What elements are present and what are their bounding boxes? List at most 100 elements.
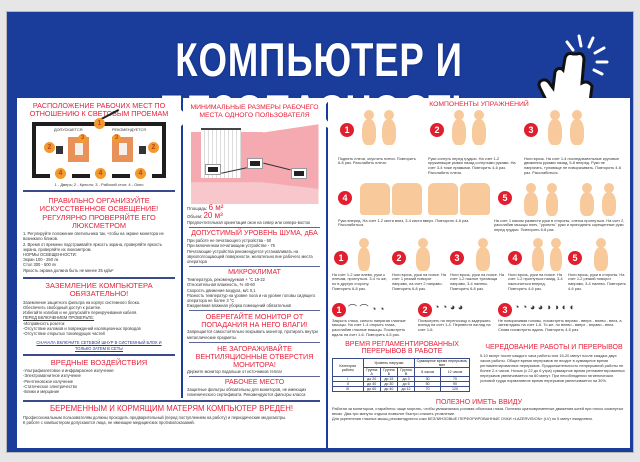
harmful-heading: ВРЕДНЫЕ ВОЗДЕЙСТВИЯ [50, 357, 148, 367]
useful-text: Работая за монитором, старайтесь чаще мо… [332, 406, 624, 422]
exercise-number: 5 [498, 190, 512, 205]
floorplan-diagram: 1 ДОПУСКАЕТСЯ РЕКОМЕНДУЕТСЯ 2 2 3 3 4 4 … [32, 109, 166, 180]
useful-heading: ПОЛЕЗНО ИМЕТЬ ВВИДУ [435, 398, 523, 406]
exercise-number: 1 [334, 250, 348, 265]
exercise-text: Поднять плечи, опустить плечи. Повторить… [338, 155, 416, 166]
badge-door: 1 [94, 118, 105, 130]
min-size-heading: МИНИМАЛЬНЫЕ РАЗМЕРЫ РАБОЧЕГО МЕСТА ОДНОГ… [190, 104, 319, 119]
exercise-number: 2 [430, 122, 444, 137]
vents-heading: НЕ ЗАГОРАЖИВАЙТЕ ВЕНТИЛЯЦИОННЫЕ ОТВЕРСТИ… [195, 343, 314, 369]
body-figure-icon [362, 109, 376, 145]
water-text: Запрещается самостоятельно вскрывать мон… [187, 329, 318, 340]
workplace-layout-heading: РАСПОЛОЖЕНИЕ РАБОЧИХ МЕСТ ПО ОТНОШЕНИЮ К… [29, 101, 169, 119]
exercise-number: 1 [332, 302, 346, 317]
body-figure-icon [546, 182, 558, 216]
body-figure-icon [532, 237, 544, 271]
breaks-table: Категория работы Уровень нагрузки Суммар… [332, 358, 470, 393]
monitor-icon [290, 168, 307, 180]
exercise-number: 1 [340, 122, 354, 137]
badge-window: 4 [95, 168, 106, 180]
exercise-row-torso: 1 2 3 4 5 [328, 237, 630, 273]
area-value: Площадь: 6 м² [187, 203, 224, 213]
body-figure-icon [550, 237, 562, 271]
exercise-text: Ноги врозь, руки в стороны. На счет 1-2 … [568, 271, 626, 291]
label-recommended: РЕКОМЕНДУЕТСЯ [112, 128, 146, 133]
pregnant-warning: БЕРЕМЕННЫМ И КОРМЯЩИМ МАТЕРЯМ КОМПЬЮТЕР … [17, 398, 326, 448]
exercise-text: Ноги врозь, руки на поясе. На счет 1-2 н… [450, 271, 505, 291]
grounding-heading: ЗАЗЕМЛЕНИЕ КОМПЬЮТЕРА ОБЯЗАТЕЛЬНО! [45, 280, 153, 299]
workplace-heading: РАБОЧЕЕ МЕСТО [224, 379, 285, 387]
label-allowed: ДОПУСКАЕТСЯ [54, 128, 83, 133]
badge-desk: 3 [112, 134, 121, 144]
noise-heading: ДОПУСТИМЫЙ УРОВЕНЬ ШУМА, дБА [191, 230, 318, 238]
exercise-text: Не поворачивая головы, посмотреть вправо… [498, 317, 622, 333]
body-figure-icon [580, 182, 594, 216]
badge-chair: 2 [44, 142, 55, 154]
noise-text: При работе не печатающего устройства - 5… [187, 238, 313, 265]
body-figure-icon [416, 237, 430, 271]
exercise-text: Ноги врозь. На счет 1-4 последовательные… [524, 155, 621, 175]
exercise-text: На счет 1-2 шаг влево, руки к плечам, пр… [332, 271, 387, 291]
body-figure-icon [570, 109, 584, 145]
body-figure-icon [472, 109, 486, 145]
microclimate-heading: МИКРОКЛИМАТ [228, 269, 281, 277]
exercise-number: 2 [418, 302, 432, 317]
body-figure-icon [452, 109, 466, 145]
badge-chair: 2 [148, 142, 159, 154]
alternation-text: 5-10 минут после каждого часа работы или… [480, 353, 625, 383]
alternation-heading: ЧЕРЕДОВАНИЕ РАБОТЫ И ПЕРЕРЫВОВ [485, 343, 623, 351]
monitor-icon [246, 158, 263, 170]
water-heading: ОБЕРЕГАЙТЕ МОНИТОР ОТ ПОПАДАНИЯ НА НЕГО … [201, 312, 308, 330]
volume-value: Объем: 20 м³ [187, 211, 223, 221]
exercise-text: Ноги врозь, руки на поясе. На счет 1 рез… [392, 271, 447, 291]
body-figure-icon [524, 182, 538, 216]
breaks-section: ВРЕМЯ РЕГЛАМЕНТИРОВАННЫХ ПЕРЕРЫВОВ В РАБ… [328, 341, 630, 399]
pregnant-text: Профессиональным пользователям должны пр… [23, 414, 287, 425]
exercise-text: Руки согнуть перед грудью. На счет 1-2 п… [428, 155, 516, 175]
badge-desk: 3 [78, 134, 87, 144]
body-figure-icon [382, 109, 396, 145]
exercise-number: 4 [508, 250, 522, 265]
poster: КОМПЬЮТЕР И БЕЗОПАСНОСТЬ РАСПОЛОЖЕНИЕ РА… [6, 11, 634, 453]
pregnant-heading: БЕРЕМЕННЫМ И КОРМЯЩИМ МАТЕРЯМ КОМПЬЮТЕР … [49, 404, 294, 413]
orientation-note: Предпочтительная ориентация окон на севе… [187, 220, 311, 226]
body-figure-icon [594, 237, 608, 271]
eye-icon: ◔ ◔ ◕ ◕ [434, 301, 464, 312]
monitor-icon [204, 164, 221, 176]
chair-icon [56, 146, 63, 155]
exercise-number: 3 [498, 302, 512, 317]
breaks-heading: ВРЕМЯ РЕГЛАМЕНТИРОВАННЫХ ПЕРЕРЫВОВ В РАБ… [345, 340, 459, 356]
chair-icon [139, 146, 146, 155]
grounding-text: Заземление защитного фильтра на корпус с… [23, 299, 141, 337]
exercise-row-shoulders: 1 2 3 [328, 109, 630, 157]
exercise-row-eyes: 1 ⌒ ⌒ ◔ ◔ 2 ◔ ◔ ◕ ◕ 3 ◔ ◔ ◕ ◕ ◑ ◑ ◐ ◐ [328, 299, 630, 319]
desk-icon [112, 137, 133, 163]
exercise-number: 3 [524, 122, 538, 137]
exercise-text: Ноги врозь, руки на поясе. На счет 1-2 п… [508, 271, 563, 291]
left-column: РАСПОЛОЖЕНИЕ РАБОЧИХ МЕСТ ПО ОТНОШЕНИЮ К… [17, 98, 181, 438]
exercise-number: 5 [568, 250, 582, 265]
divider [23, 190, 175, 193]
desk-icon [68, 137, 89, 163]
exercise-number: 2 [392, 250, 406, 265]
vents-text: Держите монитор подальше от источников т… [187, 369, 282, 375]
lighting-text: 1. Регулируйте положение светильника так… [23, 231, 164, 273]
hand-figure-icon [460, 182, 490, 215]
exercise-text: На счет 1 махом развести руки в стороны,… [494, 217, 625, 233]
microclimate-text: Температура, рекомендуемая + °С 19-22 От… [187, 277, 316, 309]
exercise-number: 4 [338, 190, 352, 205]
exercise-row-hands: 4 5 [328, 182, 630, 219]
eye-icon: ◔ ◔ ◕ ◕ ◑ ◑ ◐ ◐ [514, 301, 575, 312]
pointing-hand-icon [537, 34, 609, 112]
exercise-text: Руки вперед. На счет 1-2 кисти вниз, 3-4… [338, 217, 470, 228]
divider [23, 276, 175, 279]
room-illustration [190, 124, 319, 205]
hand-figure-icon [392, 182, 422, 215]
exercise-text: Закрыть глаза, сильно напрягая глазные м… [332, 317, 406, 337]
divider [23, 353, 175, 356]
lighting-heading: ПРАВИЛЬНО ОРГАНИЗУЙТЕ ИСКУССТВЕННОЕ ОСВЕ… [39, 196, 159, 230]
badge-window: 4 [135, 168, 146, 180]
exercise-number: 3 [450, 250, 464, 265]
floorplan-legend: 1 - Дверь; 2 - Кресло; 3 - Рабочий стол;… [54, 182, 144, 188]
